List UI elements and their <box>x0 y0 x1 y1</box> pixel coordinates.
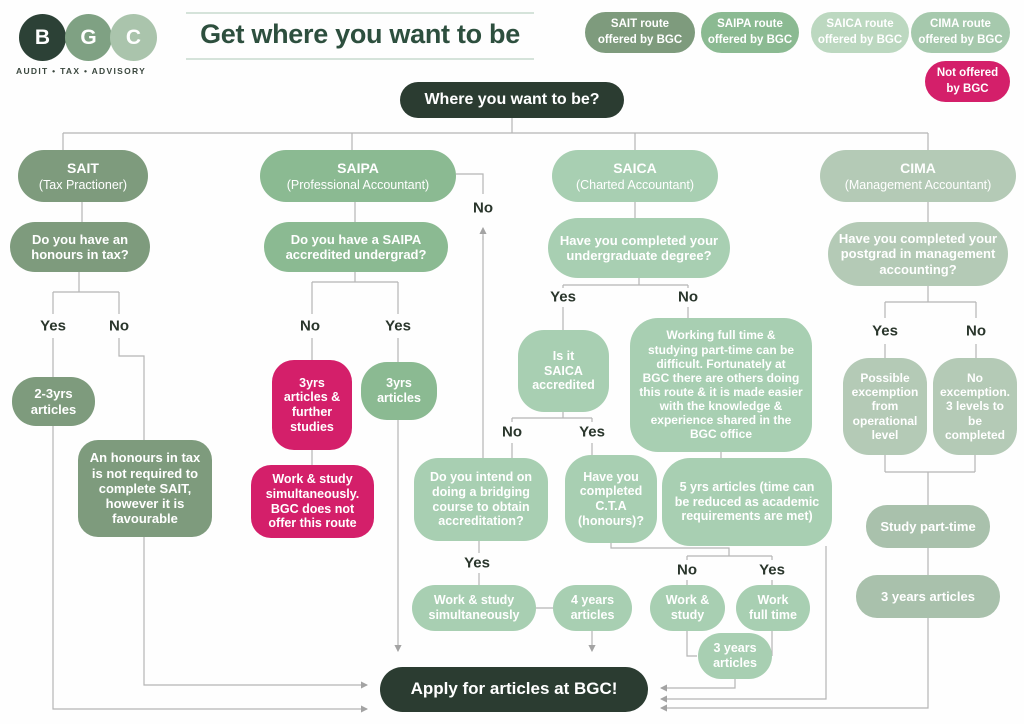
logo-letter-c: C <box>125 25 142 49</box>
node-cima-question: Have you completed your postgrad in mana… <box>828 222 1008 286</box>
logo-circle-g: G <box>65 14 112 61</box>
legend-sait-route: SAIT route offered by BGC <box>585 12 695 53</box>
node-root-question: Where you want to be? <box>400 82 624 118</box>
node-sait-header: SAIT (Tax Practioner) <box>18 150 148 202</box>
node-cima-yes-exemption: Possible excemption from operational lev… <box>843 358 927 455</box>
node-cima-header: CIMA (Management Accountant) <box>820 150 1016 202</box>
label-accredited-no: No <box>502 423 522 441</box>
logo-circle-c: C <box>110 14 157 61</box>
node-cima-study-part-time: Study part-time <box>866 505 990 548</box>
saica-subtitle: (Charted Accountant) <box>575 177 695 192</box>
node-saica-question: Have you completed your undergraduate de… <box>548 218 730 278</box>
saica-title: SAICA <box>613 159 657 176</box>
node-sait-question: Do you have an honours in tax? <box>10 222 150 272</box>
sait-subtitle: (Tax Practioner) <box>38 177 128 192</box>
label-cta-yes: Yes <box>759 561 785 579</box>
legend-not-offered: Not offered by BGC <box>925 61 1010 102</box>
label-saipa-yes: Yes <box>385 317 411 335</box>
cima-title: CIMA <box>900 159 936 176</box>
node-sait-note: An honours in tax is not required to com… <box>78 440 212 537</box>
label-bridging-yes: Yes <box>464 554 490 572</box>
label-saica-no: No <box>678 288 698 306</box>
node-saica-five-years: 5 yrs articles (time can be reduced as a… <box>662 458 832 546</box>
label-sait-yes: Yes <box>40 317 66 335</box>
saipa-subtitle: (Professional Accountant) <box>286 177 430 192</box>
title-rule-bottom <box>186 58 534 60</box>
label-cima-no: No <box>966 322 986 340</box>
label-cima-yes: Yes <box>872 322 898 340</box>
node-saica-four-years: 4 years articles <box>553 585 632 631</box>
node-cima-three-years: 3 years articles <box>856 575 1000 618</box>
node-saica-header: SAICA (Charted Accountant) <box>552 150 718 202</box>
node-saica-work-full-time: Work full time <box>736 585 810 631</box>
sait-title: SAIT <box>67 159 99 176</box>
legend-saica-route: SAICA route offered by BGC <box>811 12 909 53</box>
node-saica-three-years: 3 years articles <box>698 633 772 679</box>
title-rule-top <box>186 12 534 14</box>
label-accredited-yes: Yes <box>579 423 605 441</box>
node-saica-accredited-question: Is it SAICA accredited <box>518 330 609 412</box>
node-saica-bridging-question: Do you intend on doing a bridging course… <box>414 458 548 541</box>
node-saica-working-note: Working full time & studying part-time c… <box>630 318 812 452</box>
logo-tagline: AUDIT • TAX • ADVISORY <box>16 66 147 76</box>
node-sait-articles: 2-3yrs articles <box>12 377 95 426</box>
logo-letter-g: G <box>80 25 97 49</box>
legend-cima-route: CIMA route offered by BGC <box>911 12 1010 53</box>
label-cta-no: No <box>677 561 697 579</box>
node-saipa-no-note: Work & study simultaneously. BGC does no… <box>251 465 374 538</box>
cima-subtitle: (Management Accountant) <box>844 177 992 192</box>
node-saipa-yes-articles: 3yrs articles <box>361 362 437 420</box>
label-sait-no: No <box>109 317 129 335</box>
label-saica-yes: Yes <box>550 288 576 306</box>
node-saica-cta-question: Have you completed C.T.A (honours)? <box>565 455 657 543</box>
saipa-title: SAIPA <box>337 159 379 176</box>
label-bridging-no-return: No <box>473 199 493 217</box>
node-saipa-no-articles: 3yrs articles & further studies <box>272 360 352 450</box>
node-saipa-question: Do you have a SAIPA accredited undergrad… <box>264 222 448 272</box>
page-title: Get where you want to be <box>200 19 520 49</box>
logo-letter-b: B <box>34 25 51 49</box>
node-saica-work-study-sim: Work & study simultaneously <box>412 585 536 631</box>
legend-saipa-route: SAIPA route offered by BGC <box>701 12 799 53</box>
node-apply: Apply for articles at BGC! <box>380 667 648 712</box>
label-saipa-no: No <box>300 317 320 335</box>
node-cima-no-exemption: No excemption. 3 levels to be completed <box>933 358 1017 455</box>
logo-circle-b: B <box>19 14 66 61</box>
node-saica-work-study: Work & study <box>650 585 725 631</box>
node-saipa-header: SAIPA (Professional Accountant) <box>260 150 456 202</box>
